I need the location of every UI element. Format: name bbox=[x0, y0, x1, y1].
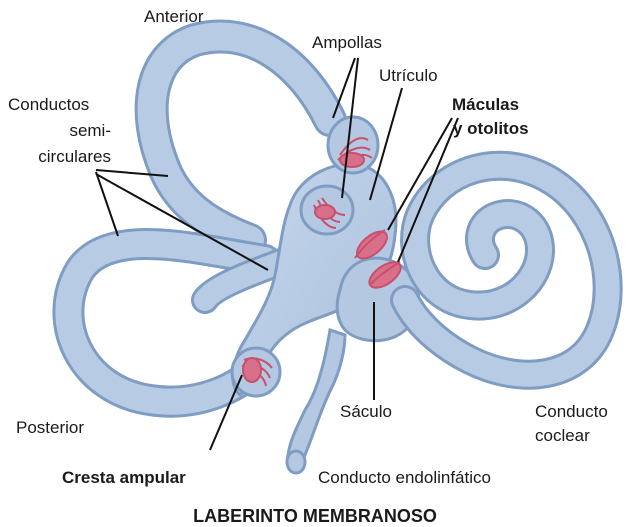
label-conductos-2: semi- bbox=[69, 121, 111, 140]
label-posterior: Posterior bbox=[16, 418, 84, 437]
cochlear-duct bbox=[405, 166, 608, 375]
label-utriculo: Utrículo bbox=[379, 66, 438, 85]
label-conducto-endo: Conducto endolinfático bbox=[318, 468, 491, 487]
endolymphatic-duct bbox=[287, 330, 345, 473]
label-coclear-1: Conducto bbox=[535, 402, 608, 421]
label-conductos-1: Conductos bbox=[8, 95, 89, 114]
label-conductos-3: circulares bbox=[38, 147, 111, 166]
label-coclear-2: coclear bbox=[535, 426, 590, 445]
label-ampollas: Ampollas bbox=[312, 33, 382, 52]
label-cresta: Cresta ampular bbox=[62, 468, 186, 487]
label-saculo: Sáculo bbox=[340, 402, 392, 421]
diagram-title: LABERINTO MEMBRANOSO bbox=[193, 506, 437, 526]
label-maculas-1: Máculas bbox=[452, 95, 519, 114]
label-anterior: Anterior bbox=[144, 7, 204, 26]
label-maculas-2: y otolitos bbox=[453, 119, 529, 138]
